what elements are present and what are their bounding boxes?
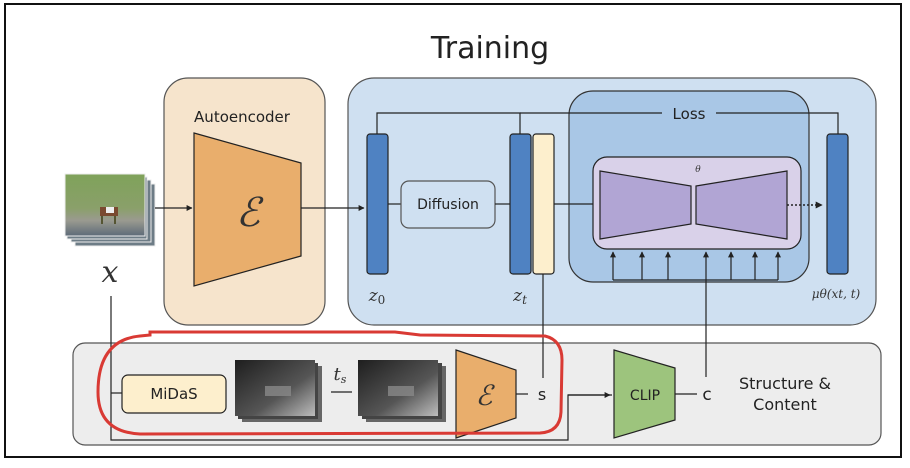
autoencoder-label: Autoencoder: [194, 108, 291, 126]
depth-map-1: [235, 360, 322, 422]
encoder-symbol: ℰ: [236, 190, 264, 236]
z0-label: z0: [368, 286, 386, 307]
depth-map-2: [358, 360, 446, 422]
loss-line-right: [716, 112, 839, 135]
ts-label: ts: [334, 364, 347, 386]
z0-latent: [366, 133, 389, 275]
output-latent: [826, 133, 849, 275]
structure-encoder-shape: [455, 349, 517, 439]
panel-label-line1: Structure &: [739, 374, 831, 393]
loss-connector-left: [376, 112, 521, 135]
title: Training: [430, 31, 549, 66]
structure-encoder-symbol: ℰ: [476, 379, 496, 412]
s-label: s: [538, 385, 546, 404]
unet-conditioning-arrows: [610, 251, 781, 330]
loss-label: Loss: [673, 105, 706, 123]
zt-label: zt: [512, 286, 527, 307]
midas-label: MiDaS: [150, 385, 197, 403]
clip-label: CLIP: [630, 388, 660, 404]
unet-theta-label: θ: [695, 165, 701, 175]
c-label: c: [702, 385, 711, 405]
input-x-label: x: [102, 255, 119, 290]
output-mu-label: μθ(xt, t): [812, 287, 861, 301]
structure-latent: [532, 133, 555, 275]
input-video-frames: [64, 173, 156, 247]
highlight-outline: [96, 330, 564, 436]
diffusion-label: Diffusion: [417, 197, 479, 213]
panel-label-line2: Content: [753, 395, 817, 414]
clip-shape: [613, 349, 676, 439]
unet-decoder-half: [695, 170, 788, 240]
encoder-shape: [193, 132, 302, 287]
unet-encoder-half: [599, 170, 692, 240]
midas-box[interactable]: [121, 374, 227, 414]
zt-latent: [509, 133, 532, 275]
